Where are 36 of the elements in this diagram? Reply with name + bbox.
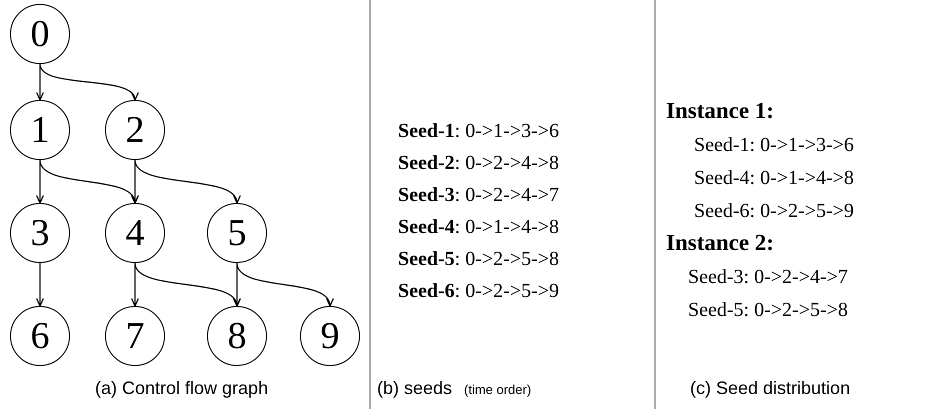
arrow — [233, 263, 241, 307]
arrow — [131, 263, 139, 307]
seed-entry: Seed-4: 0->1->4->8 — [398, 216, 560, 239]
arrow — [36, 160, 44, 204]
seed-entry: Seed-4: 0->1->4->8 — [694, 167, 854, 190]
seed-entry: Seed-1: 0->1->3->6 — [694, 134, 854, 157]
panel-caption: (c) Seed distribution — [690, 378, 850, 399]
caption-note: (time order) — [464, 382, 532, 397]
arrow — [36, 64, 44, 101]
node-circle: 8 — [207, 306, 267, 366]
panel-caption: (a) Control flow graph — [95, 378, 268, 399]
node-circle: 2 — [105, 100, 165, 160]
arrow — [39, 64, 136, 101]
arrow — [236, 262, 332, 307]
seed-entry: Seed-6: 0->2->5->9 — [398, 280, 560, 303]
node-circle: 7 — [105, 306, 165, 366]
node-circle: 9 — [300, 306, 360, 366]
node-circle: 4 — [105, 203, 165, 263]
arrow — [131, 160, 139, 204]
seed-entry: Seed-6: 0->2->5->9 — [694, 200, 854, 223]
seed-entry: Seed-1: 0->1->3->6 — [398, 120, 560, 143]
seed-entry: Seed-5: 0->2->5->8 — [398, 248, 560, 271]
seed-entry: Seed-3: 0->2->4->7 — [398, 184, 560, 207]
node-circle: 0 — [10, 4, 70, 64]
node-circle: 1 — [10, 100, 70, 160]
instance-heading: Instance 2: — [666, 230, 774, 256]
seed-entry: Seed-5: 0->2->5->8 — [688, 299, 848, 322]
arrow — [36, 263, 44, 307]
node-circle: 5 — [207, 203, 267, 263]
seed-entry: Seed-2: 0->2->4->8 — [398, 152, 560, 175]
arrow — [134, 160, 239, 204]
panel-caption: (b) seeds — [377, 378, 452, 399]
node-circle: 3 — [10, 203, 70, 263]
seed-entry: Seed-3: 0->2->4->7 — [688, 266, 848, 289]
node-circle: 6 — [10, 306, 70, 366]
instance-heading: Instance 1: — [666, 98, 774, 124]
